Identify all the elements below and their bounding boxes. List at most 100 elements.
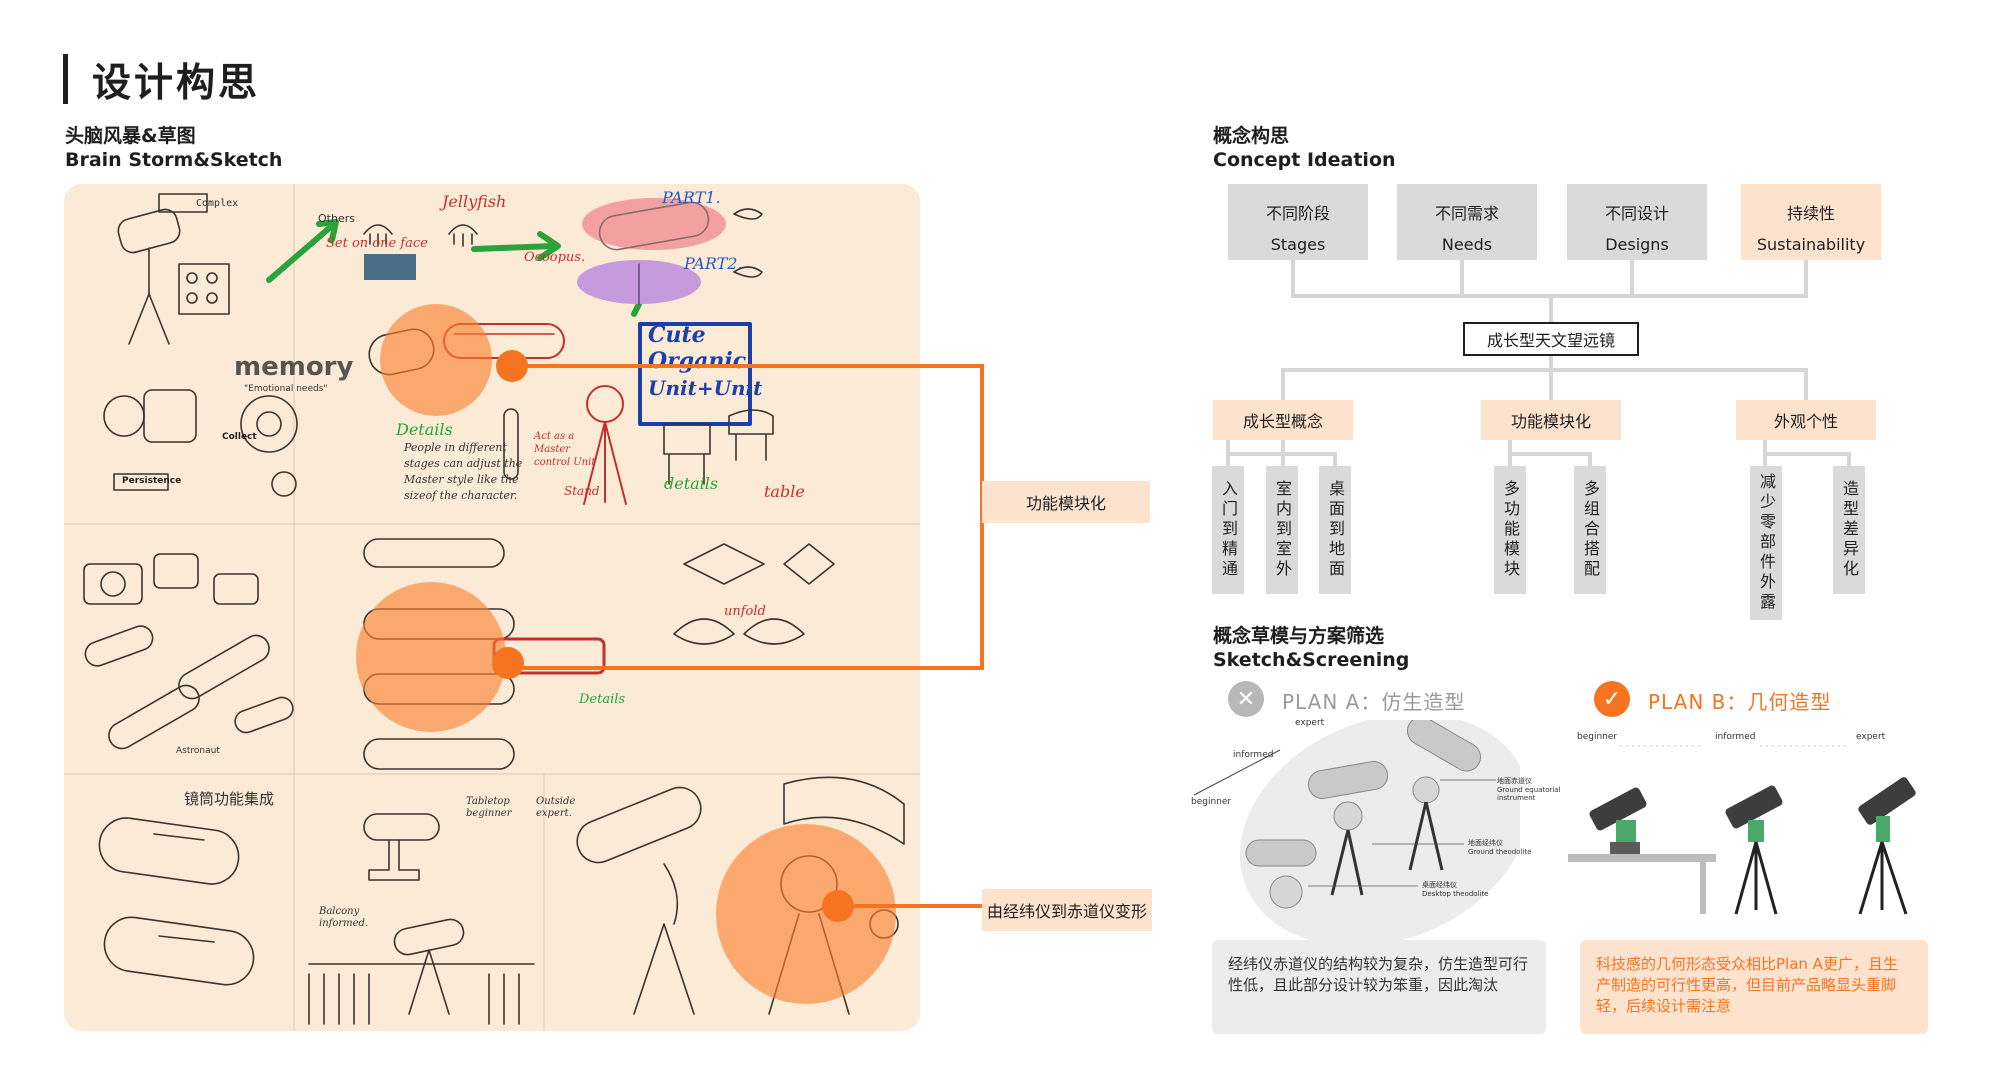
concept-leaf-6: 减少零部件外露 — [1750, 466, 1782, 620]
title-accent-bar — [63, 54, 68, 104]
sketch-text-part2: PART2. — [684, 254, 743, 273]
concept-leaf-5: 多组合搭配 — [1574, 466, 1606, 594]
sketch-board: Complex Others Set on one face Jellyfish… — [64, 184, 920, 1031]
plan-a-label-beginner: beginner — [1191, 797, 1232, 807]
concept-box-stages-en: Stages — [1270, 235, 1326, 254]
concept-box-needs-en: Needs — [1441, 235, 1493, 254]
tree-line — [1804, 260, 1808, 296]
concept-box-stages-cn: 不同阶段 — [1265, 204, 1330, 223]
sketch-text-stand: Stand — [564, 484, 600, 498]
check-mark-icon: ✓ — [1594, 681, 1630, 717]
plan-b-label: PLAN B：几何造型 — [1648, 690, 1832, 714]
sketch-text-jellyfish: Jellyfish — [442, 192, 507, 211]
concept-leaf-1: 入门到精通 — [1212, 466, 1244, 594]
concept-leaf-3: 桌面到地面 — [1319, 466, 1351, 594]
sketch-text-others: Others — [318, 212, 355, 225]
sketch-text-unit: Unit+Unit — [648, 376, 763, 400]
sketch-text-details2: details — [664, 474, 719, 493]
screening-title-en: Sketch&Screening — [1213, 649, 1410, 671]
concept-heading: 概念构思 Concept Ideation — [1213, 124, 1396, 172]
concept-box-sustainability: 持续性 Sustainability — [1741, 184, 1881, 260]
highlight-blob-2 — [356, 582, 506, 732]
plan-a-label-desktop-cn: 桌面经纬仪 — [1422, 881, 1457, 889]
brainstorm-heading: 头脑风暴&草图 Brain Storm&Sketch — [65, 124, 282, 172]
plan-a-note: 经纬仪赤道仪的结构较为复杂，仿生造型可行性低，且此部分设计较为笨重，因此淘汰 — [1212, 940, 1546, 1034]
page-title: 设计构思 — [92, 61, 261, 106]
plan-a-label-equatorial-en: Ground equatorial instrument — [1497, 786, 1561, 802]
sketch-text-outside: Outside expert. — [536, 796, 576, 819]
screening-heading: 概念草模与方案筛选 Sketch&Screening — [1213, 624, 1409, 672]
sketch-text-tabletop: Tabletop beginner — [466, 796, 512, 819]
plan-a-label-equatorial-cn: 地面赤道仪 — [1497, 777, 1532, 785]
concept-mid-growth: 成长型概念 — [1213, 400, 1353, 440]
screening-title-cn: 概念草模与方案筛选 — [1213, 625, 1385, 647]
tree-line — [1588, 452, 1592, 466]
sketch-text-act-as: Act as a Master control Unit — [534, 431, 596, 468]
concept-mid-appearance: 外观个性 — [1736, 400, 1876, 440]
x-mark-icon: ✕ — [1228, 681, 1264, 717]
highlight-blob-1 — [380, 304, 492, 416]
tree-line — [1804, 368, 1808, 400]
plan-a-label-theodolite-en: Ground theodolite — [1468, 848, 1532, 856]
highlight-blob-3 — [716, 824, 896, 1004]
tree-line — [1549, 356, 1553, 370]
sketch-text-unfold: unfold — [724, 604, 766, 619]
brainstorm-title-en: Brain Storm&Sketch — [65, 149, 283, 171]
plan-a-label-desktop-en: Desktop theodolite — [1422, 890, 1489, 898]
concept-box-needs-cn: 不同需求 — [1434, 204, 1499, 223]
connector-dot-2 — [492, 647, 524, 679]
plan-b-label-informed: informed — [1715, 732, 1756, 742]
concept-leaf-4: 多功能模块 — [1494, 466, 1526, 594]
sketch-text-cute: Cute — [648, 322, 706, 348]
sketch-text-people-note: People in different stages can adjust th… — [404, 441, 523, 502]
concept-box-needs: 不同需求 Needs — [1397, 184, 1537, 260]
sketch-text-collect: Collect — [222, 432, 257, 442]
sketch-text-memory: memory — [234, 352, 354, 382]
sketch-text-persistence: Persistence — [122, 476, 182, 486]
concept-title-cn: 概念构思 — [1213, 125, 1290, 147]
plan-a-render — [1193, 720, 1520, 940]
tree-line — [1460, 260, 1464, 296]
tree-line — [1281, 368, 1285, 400]
plan-b-note: 科技感的几何形态受众相比Plan A更广，且生产制造的可行性更高，但目前产品略显… — [1580, 940, 1928, 1034]
concept-mid-module: 功能模块化 — [1481, 400, 1621, 440]
sketch-text-astronaut: Astronaut — [176, 746, 220, 756]
concept-box-sustainability-cn: 持续性 — [1786, 204, 1835, 223]
sketch-text-details: Details — [396, 420, 453, 439]
tree-line — [1630, 260, 1634, 296]
tree-line — [1763, 452, 1849, 456]
sketch-text-fold-title: 镜筒功能集成 — [184, 790, 275, 808]
tree-line — [1549, 294, 1553, 322]
sketch-text-emotional: "Emotional needs" — [244, 384, 328, 394]
tree-line — [1291, 260, 1295, 296]
sketch-text-set-face: Set on one face — [326, 236, 428, 251]
plan-a-label: PLAN A：仿生造型 — [1282, 690, 1466, 714]
concept-box-designs-cn: 不同设计 — [1604, 204, 1669, 223]
tree-line — [1333, 452, 1337, 466]
brainstorm-title-cn: 头脑风暴&草图 — [65, 125, 196, 147]
tree-line — [1281, 368, 1807, 372]
sketch-text-organic: Organic — [648, 348, 747, 374]
concept-leaf-7: 造型差异化 — [1833, 466, 1865, 594]
sketch-text-table: table — [764, 482, 805, 501]
callout-module: 功能模块化 — [982, 481, 1150, 523]
plan-a-label-expert: expert — [1295, 718, 1325, 728]
tree-line — [1847, 452, 1851, 466]
sketch-text-balcony: Balcony informed. — [319, 906, 369, 929]
tree-line — [1508, 452, 1590, 456]
plan-b-label-beginner: beginner — [1577, 732, 1618, 742]
plan-a-label-informed: informed — [1233, 750, 1274, 760]
concept-leaf-2: 室内到室外 — [1266, 466, 1298, 594]
sketch-text-part1: PART1. — [662, 188, 721, 207]
sketch-text-complex: Complex — [196, 198, 239, 209]
concept-box-sustainability-en: Sustainability — [1756, 235, 1866, 254]
concept-center-box: 成长型天文望远镜 — [1463, 322, 1639, 356]
plan-a-label-theodolite-cn: 地面经纬仪 — [1468, 839, 1503, 847]
concept-box-designs: 不同设计 Designs — [1567, 184, 1707, 260]
plan-b-render — [1568, 745, 1916, 915]
plan-b-label-expert: expert — [1856, 732, 1886, 742]
tree-line — [1549, 368, 1553, 400]
concept-box-stages: 不同阶段 Stages — [1228, 184, 1368, 260]
callout-transform: 由经纬仪到赤道仪变形 — [982, 889, 1152, 931]
concept-title-en: Concept Ideation — [1213, 149, 1396, 171]
